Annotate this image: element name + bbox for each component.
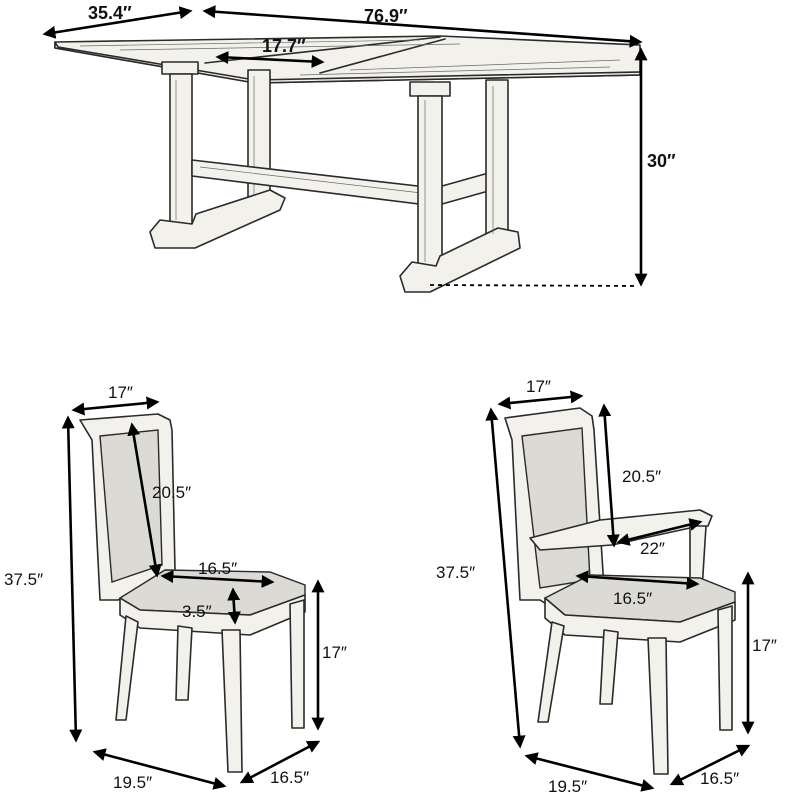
- side-dim-line-total-height: [61, 415, 83, 743]
- floor-guide-line: [429, 284, 639, 287]
- side-dim-line-base-width: [92, 748, 227, 790]
- dim-line-leaf-width: [42, 6, 193, 39]
- side-dim-label-total-height: 37.5″: [4, 570, 43, 589]
- side-chair-back-left-leg: [115, 615, 139, 721]
- side-chair-front-right-leg: [289, 599, 305, 729]
- arm-dim-label-base-width: 19.5″: [548, 777, 587, 796]
- arm-dim-line-back-height: [598, 403, 620, 548]
- dim-label-length: 76.9″: [364, 6, 408, 26]
- side-chair: 17″ 20.5″ 37.5″ 16.5″ 3.5″ 17″ 19.5″ 16.…: [4, 383, 347, 792]
- arm-chair-front-left-leg: [647, 637, 669, 775]
- arm-dim-line-base-depth: [669, 744, 751, 786]
- arm-dim-label-back-width: 17″: [526, 377, 551, 396]
- arm-chair-front-right-leg: [717, 605, 733, 731]
- dim-label-leaf-extension: 17.7″: [262, 36, 306, 56]
- table-stretcher: [191, 159, 493, 207]
- arm-chair: 17″ 20.5″ 22″ 37.5″ 16.5″ 17″ 19.5″ 16.5…: [436, 377, 777, 796]
- side-chair-front-left-leg: [221, 629, 243, 773]
- arm-dim-label-back-height: 20.5″: [622, 467, 661, 486]
- arm-dim-label-arm-length: 22″: [640, 539, 665, 558]
- side-chair-back-right-leg: [175, 625, 193, 701]
- arm-dim-label-base-depth: 16.5″: [700, 769, 739, 788]
- side-dim-label-base-depth: 16.5″: [270, 768, 309, 787]
- side-dim-label-seat-height: 17″: [322, 643, 347, 662]
- dim-line-length: [202, 5, 643, 48]
- dim-label-height: 30″: [647, 151, 676, 171]
- side-dim-line-base-depth: [239, 740, 321, 784]
- arm-dim-line-seat-depth: [575, 570, 700, 590]
- side-dim-label-base-width: 19.5″: [113, 773, 152, 792]
- dim-label-leaf-width: 35.4″: [88, 3, 132, 23]
- arm-dim-line-back-width: [497, 390, 584, 410]
- side-dim-line-seat-thickness: [227, 587, 241, 625]
- side-dim-line-back-width: [71, 396, 160, 416]
- side-dim-label-back-height: 20.5″: [152, 483, 191, 502]
- arm-dim-label-total-height: 37.5″: [436, 563, 475, 582]
- table-right-trestle: [399, 79, 521, 293]
- side-dim-label-seat-thickness: 3.5″: [182, 602, 212, 621]
- arm-dim-line-arm-length: [616, 518, 703, 546]
- arm-chair-back-right-leg: [599, 629, 619, 705]
- arm-dim-line-base-width: [524, 752, 655, 792]
- dining-table: 35.4″ 76.9″ 17.7″ 30″: [42, 3, 676, 293]
- side-dim-line-seat-depth: [160, 570, 275, 588]
- side-dim-label-back-width: 17″: [108, 383, 133, 402]
- arm-dim-label-seat-depth: 16.5″: [613, 589, 652, 608]
- dim-line-leaf-extension: [215, 51, 325, 68]
- arm-dim-line-total-height: [485, 407, 526, 749]
- side-dim-line-back-height: [127, 422, 162, 578]
- arm-dim-label-seat-height: 17″: [752, 636, 777, 655]
- side-dim-label-seat-depth: 16.5″: [198, 559, 237, 578]
- table-left-trestle: [149, 61, 286, 249]
- arm-chair-back-left-leg: [537, 621, 565, 723]
